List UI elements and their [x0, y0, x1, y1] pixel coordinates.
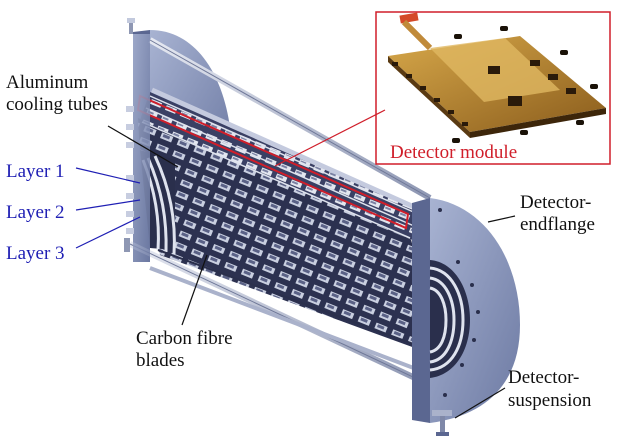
aluminum-label-line1: Aluminum [6, 72, 89, 93]
right-flange [412, 198, 520, 436]
endflange-label-line2: endflange [520, 214, 595, 235]
detector-module-inset: Detector module [375, 11, 611, 165]
layer1-label: Layer 1 [6, 161, 65, 182]
layer2-label: Layer 2 [6, 202, 65, 223]
endflange-label-line1: Detector- [520, 192, 591, 213]
suspension-label-line1: Detector- [508, 367, 579, 388]
inset-connector-line [274, 109, 386, 167]
support-rods [128, 37, 441, 388]
suspension-label-line2: suspension [508, 390, 592, 411]
inset-board [388, 12, 606, 143]
labels: Aluminum cooling tubes Layer 1 Layer 2 L… [6, 72, 595, 411]
detector-module-label: Detector module [390, 142, 517, 163]
layer3-label: Layer 3 [6, 243, 65, 264]
carbon-label-line2: blades [136, 350, 185, 371]
carbon-label-line1: Carbon fibre [136, 328, 233, 349]
left-flange-front [124, 34, 150, 262]
leader-lines [75, 125, 516, 419]
aluminum-label-line2: cooling tubes [6, 94, 108, 115]
